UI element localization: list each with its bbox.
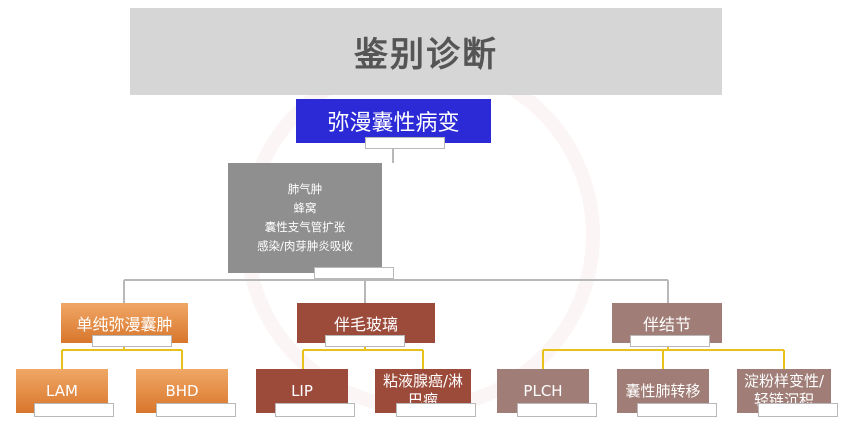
exclusion-item: 肺气肿 xyxy=(287,182,323,196)
exclusion-label-tag xyxy=(314,267,394,279)
page-title: 鉴别诊断 xyxy=(130,8,722,95)
leaf-label-tag xyxy=(275,403,355,417)
root-node: 弥漫囊性病变 xyxy=(296,99,491,143)
leaf-label-tag xyxy=(34,403,114,417)
leaf-label-tag xyxy=(156,403,236,417)
exclusion-item: 感染/肉芽肿炎吸收 xyxy=(257,239,353,253)
leaf-label-tag xyxy=(758,403,838,417)
exclusion-item: 蜂窝 xyxy=(293,201,317,215)
exclusion-list-box: 肺气肿 蜂窝 囊性支气管扩张 感染/肉芽肿炎吸收 xyxy=(228,163,382,273)
root-label-tag xyxy=(365,137,445,149)
leaf-mucinous-adenocarcinoma-lymphoma: 粘液腺癌/淋 巴瘤 xyxy=(375,369,471,413)
exclusion-item: 囊性支气管扩张 xyxy=(264,220,346,234)
leaf-label-tag xyxy=(517,403,597,417)
category-label-tag xyxy=(630,335,710,347)
category-label-tag xyxy=(92,335,172,347)
leaf-label-tag xyxy=(396,403,476,417)
leaf-label-tag xyxy=(637,403,717,417)
category-label-tag xyxy=(325,335,405,347)
